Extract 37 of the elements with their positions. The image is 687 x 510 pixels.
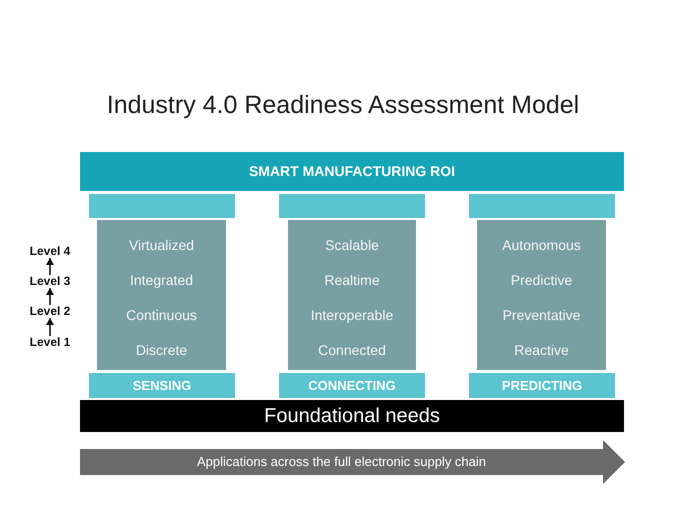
maturity-stage: Predictive — [510, 272, 572, 289]
level-label: Level 4 — [30, 245, 70, 258]
maturity-stage: Interoperable — [310, 307, 394, 324]
maturity-stage: Autonomous — [502, 237, 581, 254]
level-label: Level 1 — [30, 336, 70, 349]
pillar-name: CONNECTING — [308, 378, 396, 394]
pillar-name: PREDICTING — [502, 378, 582, 394]
diagram-title: Industry 4.0 Readiness Assessment Model — [106, 90, 580, 120]
maturity-stage: Integrated — [130, 272, 194, 289]
pillar-capital — [469, 194, 615, 218]
level-label: Level 3 — [30, 275, 70, 288]
arrow — [46, 318, 54, 336]
maturity-stage: Virtualized — [128, 237, 194, 254]
maturity-stage: Preventative — [502, 307, 580, 324]
maturity-stage: Connected — [318, 342, 386, 359]
maturity-stage: Discrete — [136, 342, 188, 359]
pillar-base — [279, 373, 425, 398]
pillar-shaft — [477, 220, 606, 370]
maturity-stage: Realtime — [324, 272, 380, 289]
arrow — [46, 258, 54, 275]
pillar-capital — [279, 194, 425, 218]
maturity-stage: Reactive — [514, 342, 569, 359]
arrow — [46, 288, 54, 305]
pillar-base — [89, 373, 235, 398]
pillar-shaft — [288, 220, 416, 370]
foundation-label: Foundational needs — [264, 404, 440, 428]
pillar-capital — [89, 194, 235, 218]
maturity-stage: Scalable — [325, 237, 379, 254]
arrow-label: Applications across the full electronic supply chain — [196, 454, 486, 470]
pillar-shaft — [97, 220, 226, 370]
pillar-name: SENSING — [132, 378, 192, 394]
roof-banner — [80, 152, 624, 191]
level-label: Level 2 — [30, 305, 70, 318]
pillar-base — [469, 373, 615, 398]
foundation-bar — [80, 400, 624, 432]
maturity-stage: Continuous — [126, 307, 197, 324]
roof-title: SMART MANUFACTURING ROI — [248, 163, 456, 180]
